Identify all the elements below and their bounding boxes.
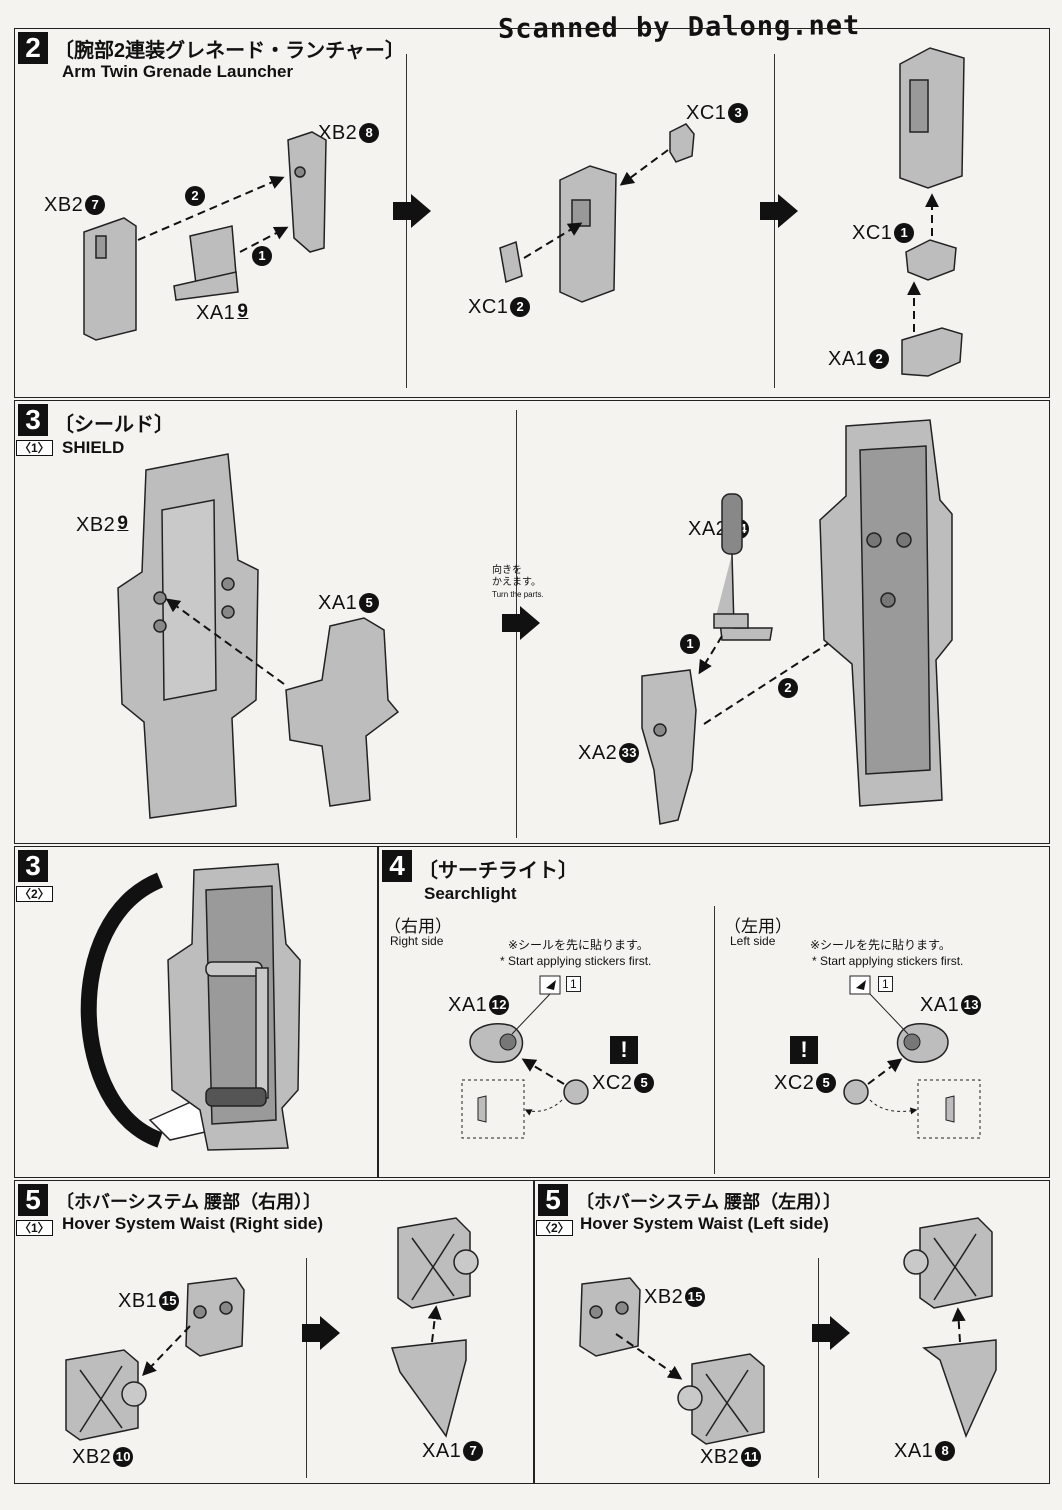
step2-arrow-2-icon bbox=[760, 194, 798, 228]
step5-2-subtag: 〈2〉 bbox=[536, 1220, 573, 1236]
step4-left-label-jp: （左用） bbox=[724, 917, 792, 936]
step4-right-note-jp: ※シールを先に貼ります。 bbox=[508, 938, 649, 952]
step4-number: 4 bbox=[382, 850, 412, 882]
step3-2-number: 3 bbox=[18, 850, 48, 882]
step4-left-note-jp: ※シールを先に貼ります。 bbox=[810, 938, 951, 952]
step4-right-sticker: 1 bbox=[566, 976, 581, 992]
step4-left-label-en: Left side bbox=[730, 934, 776, 948]
step4-title-jp: 〔サーチライト〕 bbox=[418, 860, 578, 882]
step2-title-jp: 〔腕部2連装グレネード・ランチャー〕 bbox=[54, 40, 405, 62]
order-badge-3-2: 2 bbox=[778, 678, 798, 698]
step4-left-sticker: 1 bbox=[878, 976, 893, 992]
step5-1-title-jp: 〔ホバーシステム 腰部（右用）〕 bbox=[56, 1192, 322, 1212]
step5-1-arrow-icon bbox=[302, 1316, 340, 1350]
step5-1-number: 5 bbox=[18, 1184, 48, 1216]
step4-title-en: Searchlight bbox=[424, 884, 517, 903]
step5-1-title-en: Hover System Waist (Right side) bbox=[62, 1214, 324, 1233]
step2-number: 2 bbox=[18, 32, 48, 64]
warning-icon-left: ! bbox=[790, 1036, 818, 1064]
step4-illustration bbox=[461, 975, 981, 1139]
step2-divider-2 bbox=[774, 54, 776, 388]
step3-1-number: 3 bbox=[18, 404, 48, 436]
turn-note-jp-2: かえます。 bbox=[492, 577, 541, 588]
step5-2-arrow-icon bbox=[812, 1316, 850, 1350]
step4-panel bbox=[378, 846, 1050, 1178]
step5-1-subtag: 〈1〉 bbox=[16, 1220, 53, 1236]
step5-2-panel bbox=[534, 1180, 1050, 1484]
warning-icon-right: ! bbox=[610, 1036, 638, 1064]
step5-2-title-jp: 〔ホバーシステム 腰部（左用）〕 bbox=[576, 1192, 842, 1212]
step5-2-number: 5 bbox=[538, 1184, 568, 1216]
step4-right-note-en: * Start applying stickers first. bbox=[500, 954, 652, 968]
step3-1-title-en: SHIELD bbox=[62, 438, 125, 457]
order-badge-2: 2 bbox=[185, 186, 205, 206]
turn-note-jp-1: 向きを bbox=[492, 565, 522, 576]
step4-right-label-en: Right side bbox=[390, 934, 444, 948]
step3-2-illustration bbox=[80, 863, 301, 1151]
step5-1-divider bbox=[306, 1258, 308, 1478]
order-badge-3-1: 1 bbox=[680, 634, 700, 654]
step2-title-en: Arm Twin Grenade Launcher bbox=[62, 62, 294, 81]
step5-1-panel bbox=[14, 1180, 534, 1484]
step4-left-note-en: * Start applying stickers first. bbox=[812, 954, 964, 968]
step2-divider-1 bbox=[406, 54, 408, 388]
step4-right-label-jp: （右用） bbox=[384, 917, 452, 936]
step3-1-subtag: 〈1〉 bbox=[16, 440, 53, 456]
step3-1-illustration bbox=[117, 419, 953, 825]
step2-arrow-1-icon bbox=[393, 194, 431, 228]
step3-1-panel bbox=[14, 400, 1050, 844]
step2-illustration bbox=[83, 47, 965, 377]
step3-1-title-jp: 〔シールド〕 bbox=[54, 414, 174, 436]
step5-2-divider bbox=[818, 1258, 820, 1478]
step2-panel bbox=[14, 28, 1050, 398]
order-badge-1: 1 bbox=[252, 246, 272, 266]
turn-note-en: Turn the parts. bbox=[492, 590, 544, 599]
step3-2-subtag: 〈2〉 bbox=[16, 886, 53, 902]
step3-turn-arrow-icon bbox=[502, 606, 540, 640]
step3-2-panel bbox=[14, 846, 378, 1178]
step5-2-title-en: Hover System Waist (Left side) bbox=[580, 1214, 829, 1233]
step4-divider bbox=[714, 906, 716, 1174]
